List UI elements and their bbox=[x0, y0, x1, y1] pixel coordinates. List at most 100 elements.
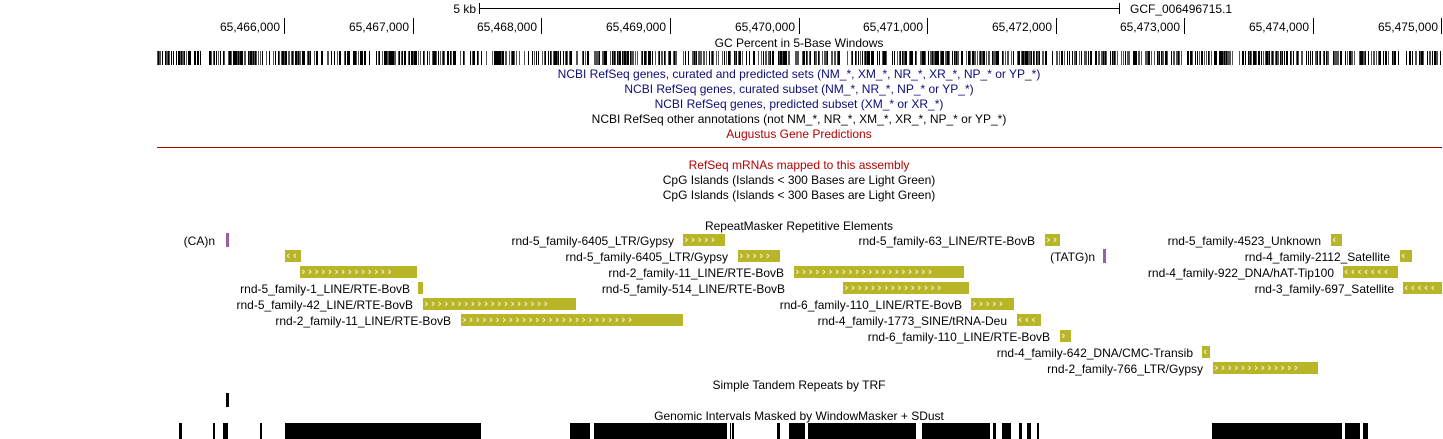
ruler-tick-label: 65,469,000 bbox=[605, 20, 666, 34]
gc-window bbox=[977, 51, 978, 65]
gc-window bbox=[1378, 51, 1379, 65]
gc-window bbox=[661, 51, 662, 65]
masked-interval[interactable] bbox=[1002, 423, 1011, 439]
repeat-element[interactable]: ››››››››››››› bbox=[1213, 362, 1318, 374]
track-title-trf[interactable]: Simple Tandem Repeats by TRF bbox=[712, 378, 886, 392]
gc-window bbox=[1139, 51, 1140, 65]
repeat-label-r110-b: rnd-6_family-110_LINE/RTE-BovB bbox=[867, 330, 1050, 344]
gc-window bbox=[361, 51, 362, 65]
masked-interval[interactable] bbox=[789, 423, 805, 439]
track-title-augustus[interactable]: Augustus Gene Predictions bbox=[726, 127, 872, 141]
track-title-gc-percent[interactable]: GC Percent in 5-Base Windows bbox=[714, 36, 884, 50]
gc-window bbox=[514, 51, 515, 65]
repeat-element[interactable]: ››››› bbox=[683, 234, 725, 246]
repeat-element[interactable]: ‹‹‹‹‹‹‹ bbox=[1343, 266, 1398, 278]
masked-interval[interactable] bbox=[594, 423, 727, 439]
gc-window bbox=[1380, 51, 1381, 65]
gc-window bbox=[213, 51, 214, 65]
masked-interval[interactable] bbox=[179, 423, 182, 439]
repeat-element[interactable]: ‹‹ bbox=[285, 250, 301, 262]
repeat-element[interactable]: ››››› bbox=[971, 298, 1014, 310]
repeat-element[interactable]: ›› bbox=[1045, 234, 1060, 246]
gc-window bbox=[314, 51, 315, 65]
gc-window bbox=[230, 51, 231, 65]
repeat-element[interactable]: ››››››››››››››››››› bbox=[423, 298, 576, 310]
gc-window bbox=[1038, 51, 1039, 65]
track-title-cpg-islands-2[interactable]: CpG Islands (Islands < 300 Bases are Lig… bbox=[662, 188, 936, 202]
gc-window bbox=[1373, 51, 1374, 65]
gc-window bbox=[633, 51, 634, 65]
gc-window bbox=[252, 51, 253, 65]
gc-window bbox=[615, 51, 616, 65]
gc-window bbox=[210, 51, 211, 65]
repeat-label-tatg-n: (TATG)n bbox=[1050, 250, 1095, 264]
masked-interval[interactable] bbox=[993, 423, 996, 439]
trf-feature[interactable] bbox=[226, 393, 229, 407]
masked-interval[interactable] bbox=[223, 423, 228, 439]
track-title-refseq-mrna[interactable]: RefSeq mRNAs mapped to this assembly bbox=[688, 158, 910, 172]
repeat-element[interactable]: ‹ bbox=[1400, 250, 1412, 262]
gc-window bbox=[718, 51, 719, 65]
gc-window bbox=[1062, 51, 1063, 65]
track-title-refseq-predicted[interactable]: NCBI RefSeq genes, predicted subset (XM_… bbox=[654, 97, 944, 111]
gc-window bbox=[704, 51, 705, 65]
repeat-element[interactable]: ››››››››››››››› bbox=[843, 282, 969, 294]
repeat-element[interactable]: ‹‹‹‹‹ bbox=[1403, 282, 1442, 294]
gc-window bbox=[974, 51, 975, 65]
masked-interval[interactable] bbox=[1363, 423, 1368, 439]
repeat-label-r2112: rnd-4_family-2112_Satellite bbox=[1244, 250, 1390, 264]
gc-window bbox=[972, 51, 973, 65]
masked-interval[interactable] bbox=[1212, 423, 1342, 439]
repeat-element[interactable] bbox=[418, 282, 423, 294]
gc-window bbox=[1286, 51, 1287, 65]
windowmasker-track[interactable] bbox=[157, 423, 1442, 439]
gc-window bbox=[1410, 51, 1411, 65]
track-title-repeatmasker[interactable]: RepeatMasker Repetitive Elements bbox=[704, 219, 894, 233]
repeat-label-r1: rnd-5_family-1_LINE/RTE-BovB bbox=[240, 282, 410, 296]
masked-interval[interactable] bbox=[570, 423, 590, 439]
gc-window bbox=[304, 51, 305, 65]
repeat-element[interactable]: ›››››››››››››››››››››››››› bbox=[461, 314, 683, 326]
gc-window bbox=[420, 51, 421, 65]
gc-window bbox=[814, 51, 815, 65]
masked-interval[interactable] bbox=[260, 423, 262, 439]
track-title-cpg-islands-1[interactable]: CpG Islands (Islands < 300 Bases are Lig… bbox=[662, 173, 936, 187]
masked-interval[interactable] bbox=[213, 423, 215, 439]
repeat-element[interactable]: ›››››››››››››› bbox=[300, 266, 417, 278]
repeat-element[interactable]: ‹‹‹ bbox=[1017, 314, 1041, 326]
masked-interval[interactable] bbox=[1019, 423, 1022, 439]
repeat-element[interactable]: ‹ bbox=[1331, 234, 1342, 246]
repeat-element[interactable]: ››››››››››››››››››››› bbox=[794, 266, 964, 278]
repeat-label-r922: rnd-4_family-922_DNA/hAT-Tip100 bbox=[1147, 266, 1334, 280]
track-title-refseq-curated[interactable]: NCBI RefSeq genes, curated subset (NM_*,… bbox=[624, 82, 974, 96]
track-title-windowmasker[interactable]: Genomic Intervals Masked by WindowMasker… bbox=[652, 409, 946, 423]
masked-interval[interactable] bbox=[285, 423, 481, 439]
repeat-label-r6405-a: rnd-5_family-6405_LTR/Gypsy bbox=[511, 234, 674, 248]
masked-interval[interactable] bbox=[922, 423, 990, 439]
gc-window bbox=[1072, 51, 1073, 65]
gc-window bbox=[997, 51, 998, 65]
masked-interval[interactable] bbox=[808, 423, 916, 439]
gc-window bbox=[1326, 51, 1327, 65]
masked-interval[interactable] bbox=[777, 423, 780, 439]
gc-window bbox=[273, 51, 274, 65]
simple-repeat-ca-n[interactable] bbox=[226, 233, 229, 247]
track-title-refseq-all[interactable]: NCBI RefSeq genes, curated and predicted… bbox=[557, 67, 1041, 81]
gc-window bbox=[1350, 51, 1351, 65]
repeat-element[interactable]: ‹ bbox=[1202, 346, 1210, 358]
gc-window bbox=[968, 51, 969, 65]
gc-window bbox=[188, 51, 189, 65]
gc-window bbox=[345, 51, 346, 65]
track-title-refseq-other[interactable]: NCBI RefSeq other annotations (not NM_*,… bbox=[591, 112, 1007, 126]
masked-interval[interactable] bbox=[730, 423, 731, 439]
gc-window bbox=[754, 51, 755, 65]
gc-window bbox=[1017, 51, 1018, 65]
masked-interval[interactable] bbox=[1037, 423, 1039, 439]
masked-interval[interactable] bbox=[1027, 423, 1031, 439]
gc-percent-track[interactable] bbox=[157, 51, 1442, 65]
simple-repeat-tatg-n[interactable] bbox=[1103, 249, 1106, 263]
masked-interval[interactable] bbox=[1345, 423, 1360, 439]
masked-interval[interactable] bbox=[732, 423, 734, 439]
repeat-element[interactable]: › bbox=[1060, 330, 1071, 342]
repeat-element[interactable]: ››››› bbox=[738, 250, 780, 262]
